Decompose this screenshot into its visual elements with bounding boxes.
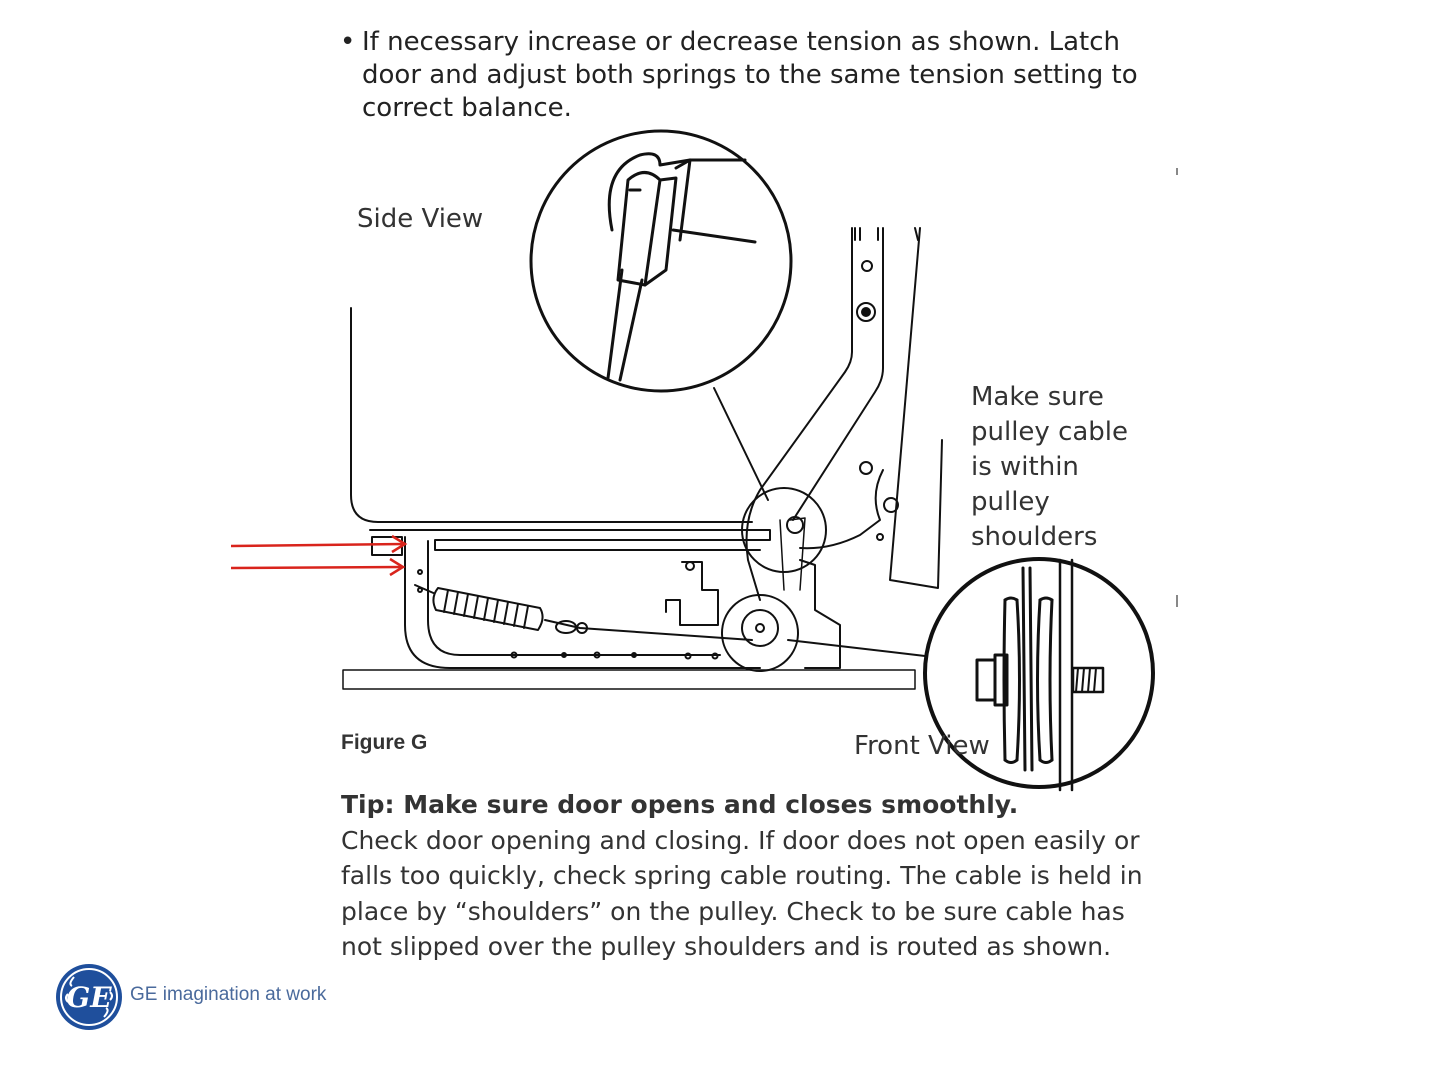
side-detail-circle [741,487,827,573]
side-view-detail [529,129,793,393]
front-view-detail [923,557,1155,792]
tip-block: Tip: Make sure door opens and closes smo… [341,787,1161,965]
tip-title: Tip: Make sure door opens and closes smo… [341,790,1019,819]
floor-base [342,669,916,690]
hinge-rivet [856,302,876,322]
tip-body: Check door opening and closing. If door … [341,825,1143,962]
pulley-note-label: Make sure pulley cable is within pulley … [971,382,1129,552]
bullet-dot: • [340,27,356,57]
range-body-outline [350,307,753,523]
hinge-arm [745,227,853,601]
hinge-hole-mid [859,461,873,475]
front-view-leader [787,639,926,657]
instruction-bullet: • If necessary increase or decrease tens… [340,26,1140,125]
figure-caption: Figure G [341,731,428,754]
pulley-wheel [741,609,779,647]
frame-bracket [404,536,761,669]
front-view-label: Front View [854,731,990,761]
oven-door [889,227,943,589]
red-arrow-lower [230,565,404,570]
side-view-label: Side View [357,204,484,234]
tension-spring [432,587,544,631]
ge-monogram-text: GE [66,981,112,1014]
instruction-text: If necessary increase or decrease tensio… [362,27,1138,123]
hinge-hole-top [861,260,873,272]
red-arrow-upper [230,542,406,548]
latch-block [665,561,719,626]
pulley-cable [544,619,753,641]
pulley-detail-circle [721,594,799,672]
ge-monogram-icon: GE [56,964,122,1030]
tension-arrows [230,534,408,577]
ge-logo: GE GE imagination at work [54,962,354,1034]
ge-tagline: GE imagination at work [130,984,327,1005]
side-view-leader [713,387,769,501]
drawer-frame [369,529,771,551]
